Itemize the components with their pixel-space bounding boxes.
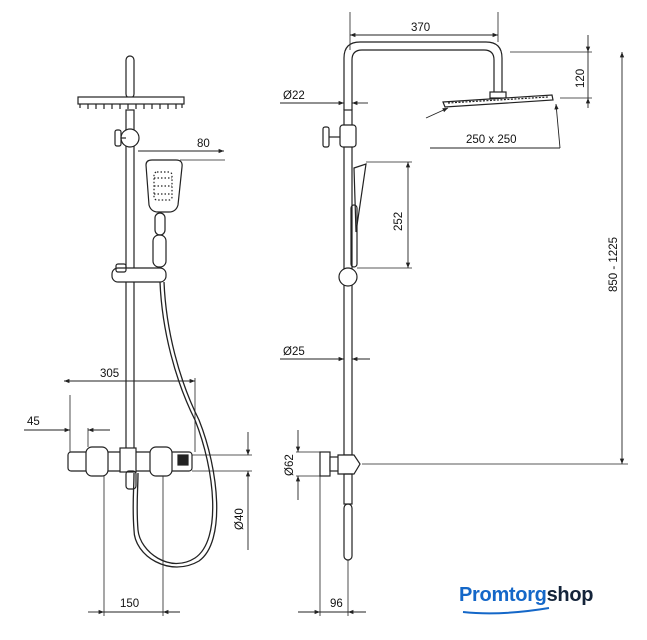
dim-rain-arm-width: 370 [411,22,430,34]
front-dimension-lines [24,148,251,615]
side-dimension-lines [280,32,625,615]
brand-name-part-1: Promtorg [459,584,547,606]
front-rain-head [77,96,185,109]
dim-mixer-width: 305 [100,368,119,380]
dim-column-height: 850 - 1225 [608,237,620,292]
dim-wall-depth: 96 [330,598,343,610]
dim-head-height: 120 [575,69,587,88]
front-hose [136,281,214,564]
dim-mixer-offset: 45 [27,416,40,428]
side-shower-arm [343,41,503,110]
dim-head-size: 250 x 250 [466,134,517,146]
front-top-pipe [125,55,135,99]
dim-outlet-diameter: Ø40 [234,508,246,530]
logo-swoosh-icon [462,607,550,615]
side-diverter [322,124,357,148]
brand-logo[interactable]: Promtorgshop [459,584,593,607]
front-hand-shower [145,159,183,268]
dim-hand-shower-length: 252 [393,212,405,231]
dim-hand-shower-width: 80 [197,138,210,150]
side-mixer [319,451,361,561]
side-view [296,12,628,616]
dim-connector-diameter: Ø62 [284,454,296,476]
side-rain-head [442,91,554,108]
brand-name-part-2: shop [546,584,594,606]
dimension-labels: 370 120 Ø22 250 x 250 80 252 850 - 1225 … [27,22,620,610]
dim-pipe-diameter: Ø22 [283,90,305,102]
front-diverter [114,128,140,148]
front-view [67,55,252,616]
front-slider [111,263,167,283]
front-mixer [67,446,193,490]
side-slider [338,267,358,287]
side-hand-shower [350,163,367,268]
dim-bar-diameter: Ø25 [283,346,305,358]
dim-inlet-spacing: 150 [120,598,139,610]
